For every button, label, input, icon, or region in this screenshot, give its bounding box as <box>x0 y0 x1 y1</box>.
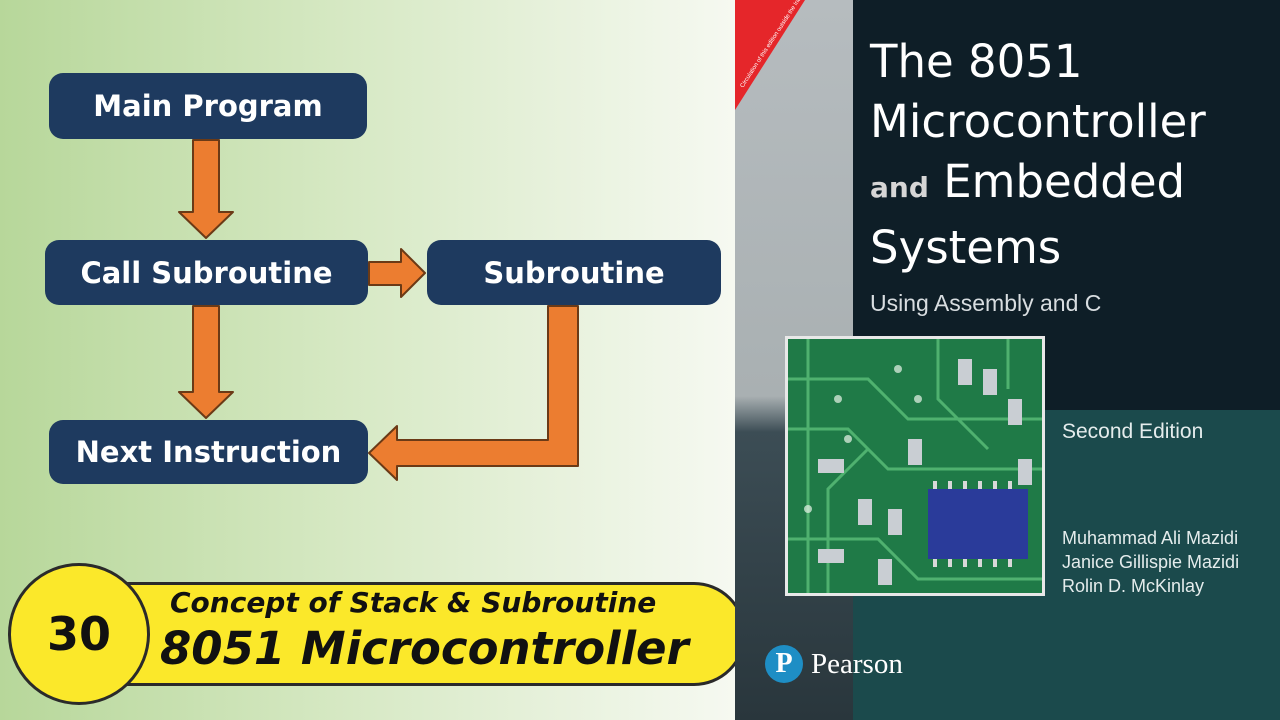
book-cover: Circulation of this edition outside the … <box>735 0 1280 720</box>
diagram-panel: Main Program Call Subroutine Subroutine … <box>0 0 746 720</box>
arrow-call-to-next <box>178 305 234 419</box>
publisher-logo: P Pearson <box>765 645 903 683</box>
author-2: Janice Gillispie Mazidi <box>1062 552 1240 572</box>
publisher-name: Pearson <box>811 647 903 680</box>
author-3: Rolin D. McKinlay <box>1062 576 1205 596</box>
subroutine-box: Subroutine <box>427 240 721 305</box>
banner-line-1: Concept of Stack & Subroutine <box>170 586 657 619</box>
episode-number-badge: 30 <box>8 563 150 705</box>
arrow-call-to-subroutine <box>368 248 426 298</box>
arrow-main-to-call <box>178 139 234 239</box>
pearson-icon: P <box>765 645 803 683</box>
title-line-1: The 8051 <box>870 35 1083 88</box>
book-edition: Second Edition <box>1062 420 1204 443</box>
title-and: and <box>870 171 929 204</box>
title-line-4: Systems <box>870 221 1062 274</box>
call-subroutine-box: Call Subroutine <box>45 240 368 305</box>
unauthorized-corner-ribbon: Circulation of this edition outside the … <box>735 0 853 110</box>
arrow-return-to-next <box>368 305 579 481</box>
next-instruction-box: Next Instruction <box>49 420 368 484</box>
banner-line-2: 8051 Microcontroller <box>160 622 689 675</box>
title-line-2: Microcontroller <box>870 95 1206 148</box>
author-1: Muhammad Ali Mazidi <box>1062 528 1239 548</box>
main-program-box: Main Program <box>49 73 367 139</box>
flow-arrows <box>178 139 579 481</box>
book-authors: Muhammad Ali Mazidi Janice Gillispie Maz… <box>1062 526 1239 598</box>
title-line-3: Embedded <box>943 155 1186 208</box>
circuit-board-image <box>785 336 1045 596</box>
book-title: The 8051 Microcontroller and Embedded Sy… <box>870 32 1206 278</box>
book-subtitle: Using Assembly and C <box>870 290 1102 316</box>
title-banner <box>124 582 746 686</box>
